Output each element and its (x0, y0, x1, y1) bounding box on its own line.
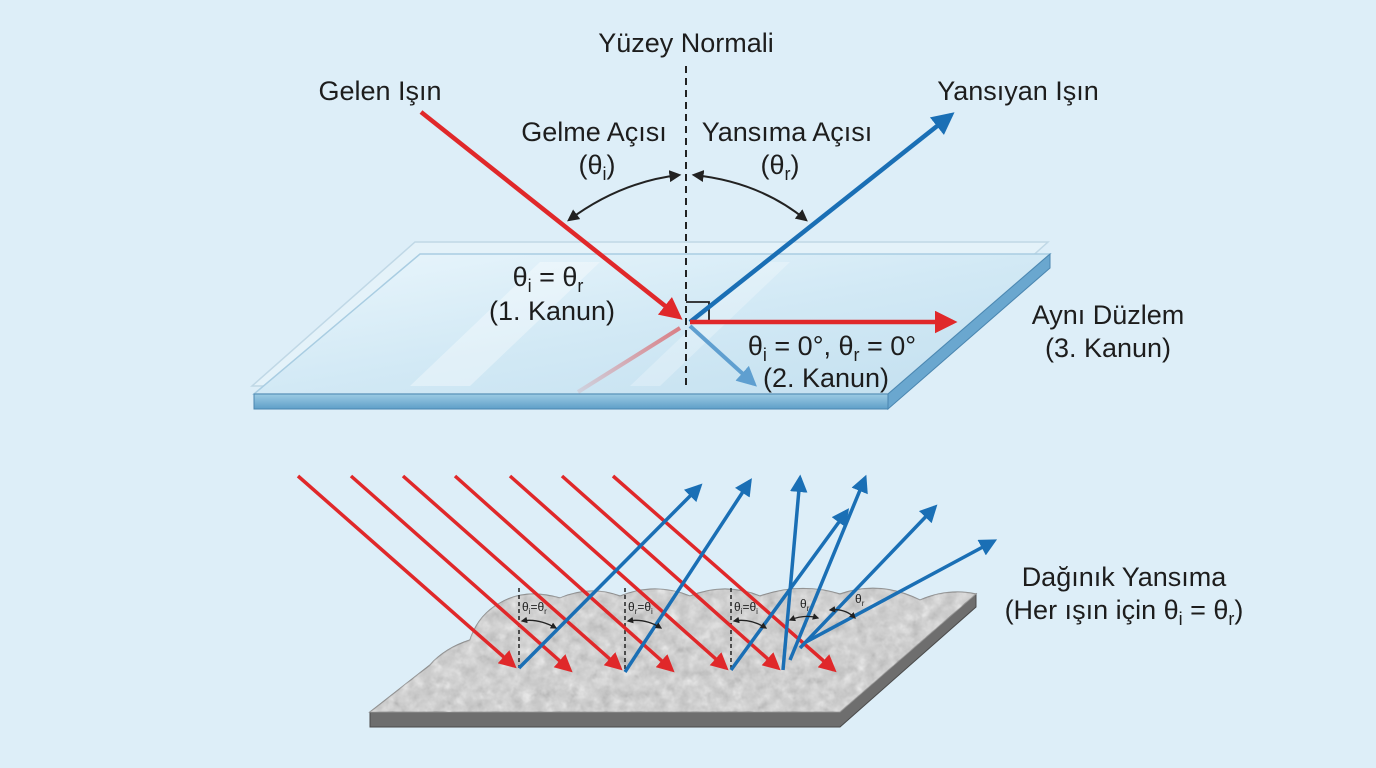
small-angle-arc (520, 616, 558, 629)
normal-incidence-ray (688, 324, 757, 387)
small-equal-label: θi=θi (734, 600, 758, 616)
reflected-ray (688, 112, 955, 324)
law1-equation: θi = θr (513, 262, 584, 296)
diffuse-incident-ray (508, 474, 729, 671)
surface-normal-label: Yüzey Normali (598, 28, 774, 58)
diffuse-incident-ray (453, 474, 675, 673)
diffuse-reflected-ray (517, 483, 703, 670)
incidence-angle-label: Gelme Açısı (521, 117, 667, 147)
reflection-angle-label: Yansıma Açısı (702, 117, 873, 147)
reflection-symbol-label: (θr) (760, 150, 799, 184)
diffuse-reflected-ray (805, 539, 998, 644)
law2-equation: θi = 0°, θr = 0° (748, 331, 916, 365)
right-angle-marker (686, 301, 710, 322)
law3-name: (3. Kanun) (1045, 333, 1171, 363)
diffuse-reflected-ray (788, 474, 868, 661)
incident-ray (419, 110, 683, 320)
reflected-ray-label: Yansıyan Işın (937, 76, 1099, 106)
small-equal-label: θi=θr (522, 600, 547, 616)
small-equal-label: θr=θi (628, 600, 653, 616)
diffuse-incident-ray (611, 474, 837, 673)
incidence-symbol-label: (θi) (578, 150, 615, 184)
diffuse-reflected-rays (517, 474, 998, 673)
small-angle-arc (626, 616, 663, 629)
diffuse-reflection-title: Dağınık Yansıma (1022, 562, 1228, 592)
incidence-angle-arc (567, 170, 682, 222)
law2-name: (2. Kanun) (763, 363, 889, 393)
law1-name: (1. Kanun) (489, 296, 615, 326)
rough-surface (368, 587, 978, 728)
small-angle-arc (788, 613, 820, 622)
reflection-angle-arc (691, 170, 808, 222)
diffuse-reflection-note: (Her ışın için θi = θr) (1005, 595, 1244, 629)
small-theta-r-label: θr (855, 592, 865, 608)
diffuse-reflected-ray (623, 478, 752, 673)
diffuse-incident-ray (401, 474, 623, 671)
small-angle-arc (732, 616, 768, 629)
small-theta-r-label: θr (800, 597, 810, 613)
glass-plate (250, 241, 1053, 411)
faint-incident-continuation (576, 326, 682, 394)
diffuse-incident-ray (349, 474, 573, 673)
diffuse-reflected-ray (798, 504, 938, 650)
law3-title: Aynı Düzlem (1032, 300, 1185, 330)
diffuse-incident-ray (296, 474, 517, 669)
incident-ray-label: Gelen Işın (318, 76, 441, 106)
diffuse-reflected-ray (781, 474, 808, 671)
diffuse-incident-rays (296, 474, 837, 673)
small-angle-arc (828, 606, 856, 619)
diffuse-incident-ray (560, 474, 781, 671)
